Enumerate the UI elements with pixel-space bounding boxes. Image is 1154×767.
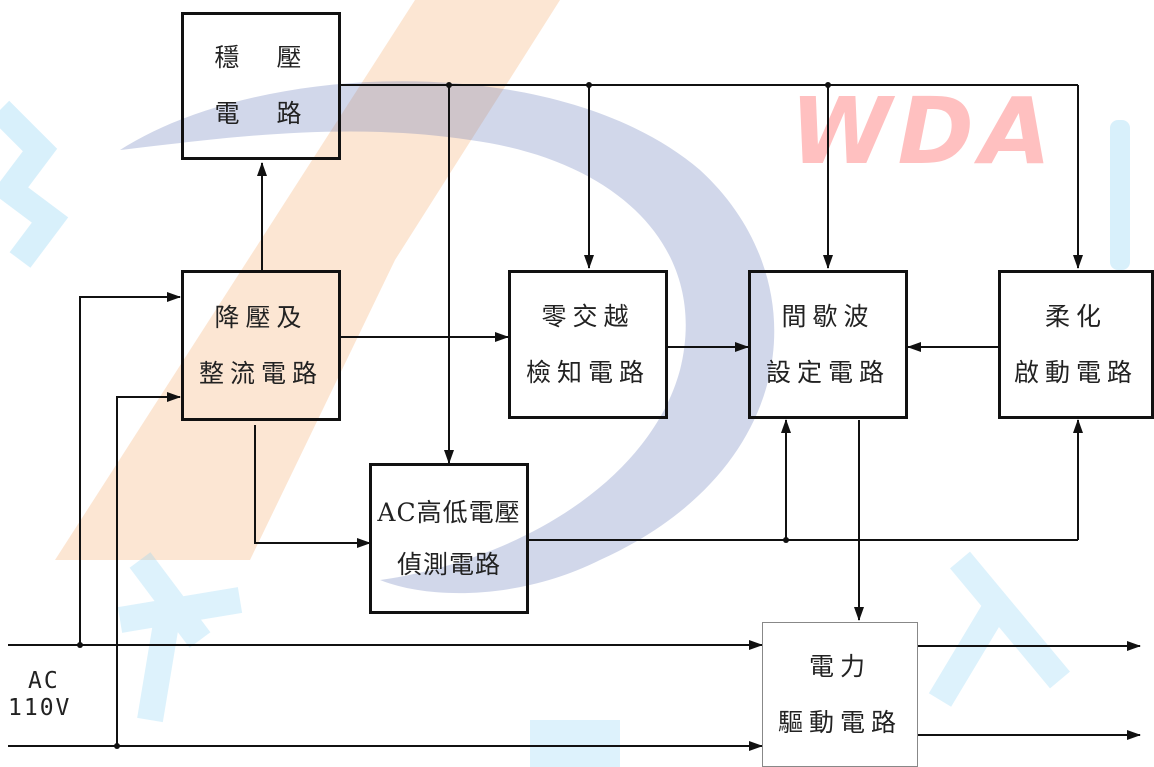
- junction-786: [783, 537, 789, 543]
- intermittent-wave-setting-block: 間歇波 設定電路: [748, 270, 908, 419]
- step-down-rectifier-line-2: 整流電路: [198, 358, 323, 388]
- watermark-cyan-bottom: [530, 720, 620, 767]
- ac-voltage-detector-block: AC高低電壓 偵測電路: [369, 463, 529, 614]
- junction-589: [586, 82, 592, 88]
- junction-117: [114, 743, 120, 749]
- soft-start-line-2: 啟動電路: [1013, 357, 1138, 387]
- wire-ac-bottom-to-stepdown: [116, 392, 181, 746]
- voltage-regulator-line-1: 穩 壓: [214, 43, 308, 72]
- voltage-regulator-block: 穩 壓 電 路: [181, 12, 341, 160]
- watermark-cyan-glyph-left: [0, 100, 69, 268]
- wire-ac-top-to-stepdown: [79, 292, 181, 645]
- junction-80: [77, 642, 83, 648]
- intermittent-wave-line-2: 設定電路: [765, 357, 890, 387]
- voltage-regulator-line-2: 電 路: [214, 99, 308, 128]
- soft-start-block: 柔化 啟動電路: [998, 270, 1154, 419]
- intermittent-wave-line-1: 間歇波: [781, 301, 875, 331]
- watermark-cyan-glyph-bottom-right: [928, 551, 1070, 707]
- ac-input-label-line-1: AC: [28, 668, 60, 694]
- ac-input-label-line-2: 110V: [8, 695, 72, 721]
- ac-input-label: AC 110V: [8, 668, 71, 722]
- power-driver-block: 電力 驅動電路: [762, 622, 918, 767]
- watermark-text: WDA: [790, 78, 1058, 185]
- watermark-cyan-bar-right: [1110, 120, 1130, 270]
- watermark-blue-swoosh: [120, 81, 775, 594]
- wire-stepdown-to-ac-detector: [254, 425, 371, 548]
- watermark-cyan-glyph-bottom-left: [117, 552, 243, 723]
- step-down-rectifier-block: 降壓及 整流電路: [181, 270, 341, 421]
- junction-828: [825, 82, 831, 88]
- ac-voltage-detector-line-1: AC高低電壓: [377, 497, 521, 527]
- power-driver-line-1: 電力: [808, 651, 871, 681]
- junction-449: [446, 82, 452, 88]
- zero-crossing-line-2: 檢知電路: [525, 357, 650, 387]
- ac-voltage-detector-line-2: 偵測電路: [396, 549, 501, 579]
- soft-start-line-1: 柔化: [1044, 301, 1107, 331]
- power-driver-line-2: 驅動電路: [777, 707, 902, 737]
- zero-crossing-detector-block: 零交越 檢知電路: [508, 270, 668, 419]
- step-down-rectifier-line-1: 降壓及: [214, 302, 308, 332]
- zero-crossing-line-1: 零交越: [541, 301, 635, 331]
